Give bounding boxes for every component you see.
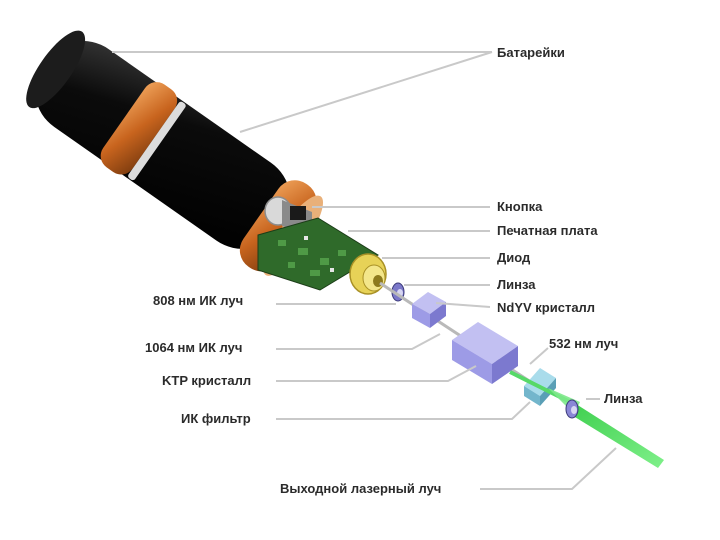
label-output-beam: Выходной лазерный луч bbox=[280, 481, 441, 496]
label-button: Кнопка bbox=[497, 199, 543, 214]
label-pcb: Печатная плата bbox=[497, 223, 598, 238]
label-batteries: Батарейки bbox=[497, 45, 565, 60]
ktp-crystal-part bbox=[452, 322, 518, 384]
lens-right-part bbox=[566, 400, 578, 418]
label-808-ir: 808 нм ИК луч bbox=[153, 293, 243, 308]
label-ndyv: NdYV кристалл bbox=[497, 300, 595, 315]
label-1064-ir: 1064 нм ИК луч bbox=[145, 340, 242, 355]
label-lens-top: Линза bbox=[497, 277, 536, 292]
diode-part bbox=[350, 254, 386, 294]
label-ir-filter: ИК фильтр bbox=[181, 411, 251, 426]
label-532-beam: 532 нм луч bbox=[549, 336, 618, 351]
label-ktp: KTP кристалл bbox=[162, 373, 251, 388]
label-lens-right: Линза bbox=[604, 391, 643, 406]
label-diode: Диод bbox=[497, 250, 531, 265]
